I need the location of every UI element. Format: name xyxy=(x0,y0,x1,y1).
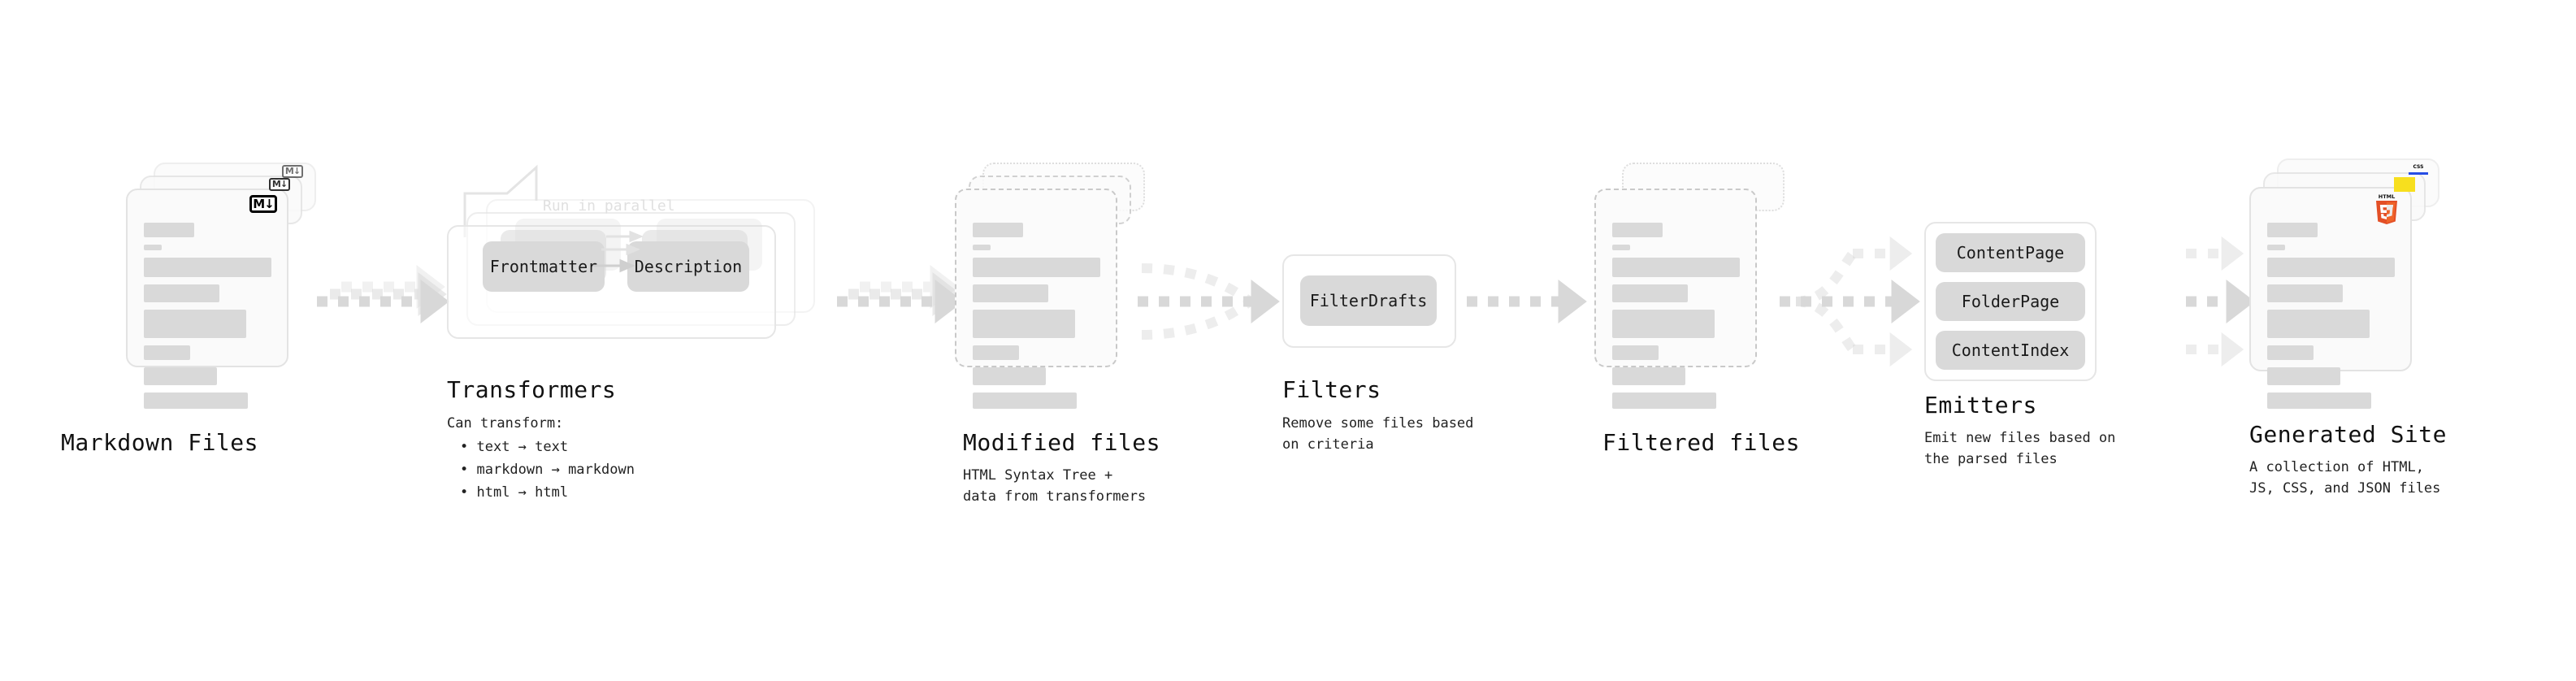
chip-contentpage[interactable]: ContentPage xyxy=(1936,233,2085,272)
bullet-text: text → text xyxy=(460,436,635,458)
css3-badge: CSS xyxy=(2409,163,2428,175)
filtered-content-bars xyxy=(1612,223,1740,416)
chip-contentpage-label: ContentPage xyxy=(1956,243,2065,262)
chip-folderpage-label: FolderPage xyxy=(1961,292,2060,311)
chip-contentindex-label: ContentIndex xyxy=(1951,340,2070,360)
modified-content-bars xyxy=(973,223,1100,416)
modified-card-front xyxy=(955,189,1117,409)
transformers-bullets: text → text markdown → markdown html → h… xyxy=(460,436,635,504)
stage-title-filters: Filters xyxy=(1282,376,1381,403)
filters-subtitle: Remove some files based on criteria xyxy=(1282,415,1474,453)
arrow-md-to-transformers xyxy=(317,265,449,323)
chip-folderpage[interactable]: FolderPage xyxy=(1936,282,2085,321)
markdown-badge-mid: M↓ xyxy=(269,178,290,191)
bullet-html: html → html xyxy=(460,481,635,504)
markdown-content-bars xyxy=(144,223,271,416)
transformers-subtitle: Can transform: xyxy=(447,415,564,432)
js-badge xyxy=(2394,177,2415,192)
stage-title-filtered-files: Filtered files xyxy=(1602,429,1801,456)
markdown-badge-front: M↓ xyxy=(249,195,277,213)
transformer-internal-arrows xyxy=(593,230,644,273)
arrow-transformers-to-modified xyxy=(837,265,964,323)
emitters-subtitle: Emit new files based on the parsed files xyxy=(1924,430,2116,468)
css3-badge-label: CSS xyxy=(2413,164,2424,170)
chip-description[interactable]: Description xyxy=(627,241,749,292)
run-in-parallel-note: Run in parallel xyxy=(543,197,675,215)
chip-description-label: Description xyxy=(634,257,743,276)
markdown-badge-back: M↓ xyxy=(282,165,303,178)
stage-title-modified-files: Modified files xyxy=(963,429,1161,456)
chip-frontmatter[interactable]: Frontmatter xyxy=(483,241,605,292)
chip-filterdrafts-label: FilterDrafts xyxy=(1309,291,1428,310)
stage-title-markdown-files: Markdown Files xyxy=(61,429,259,456)
bullet-markdown: markdown → markdown xyxy=(460,458,634,481)
site-content-bars xyxy=(2267,223,2395,416)
generated-site-subtitle: A collection of HTML, JS, CSS, and JSON … xyxy=(2249,459,2441,497)
chip-frontmatter-label: Frontmatter xyxy=(489,257,598,276)
modified-files-subtitle: HTML Syntax Tree + data from transformer… xyxy=(963,467,1147,505)
markdown-card-front xyxy=(126,189,288,409)
arrow-modified-to-filters xyxy=(1138,263,1280,340)
html5-badge-wordmark: HTML xyxy=(2379,193,2395,200)
stage-title-transformers: Transformers xyxy=(447,376,617,403)
stage-title-emitters: Emitters xyxy=(1924,392,2037,419)
arrow-filters-to-filtered xyxy=(1467,280,1587,323)
chip-contentindex[interactable]: ContentIndex xyxy=(1936,331,2085,370)
stage-title-generated-site: Generated Site xyxy=(2249,421,2448,448)
chip-filterdrafts[interactable]: FilterDrafts xyxy=(1300,275,1437,326)
html5-badge: HTML xyxy=(2373,193,2400,225)
filtered-card-front xyxy=(1594,189,1757,409)
arrow-emitters-to-site xyxy=(2186,236,2255,367)
arrow-filtered-to-emitters xyxy=(1780,236,1920,367)
